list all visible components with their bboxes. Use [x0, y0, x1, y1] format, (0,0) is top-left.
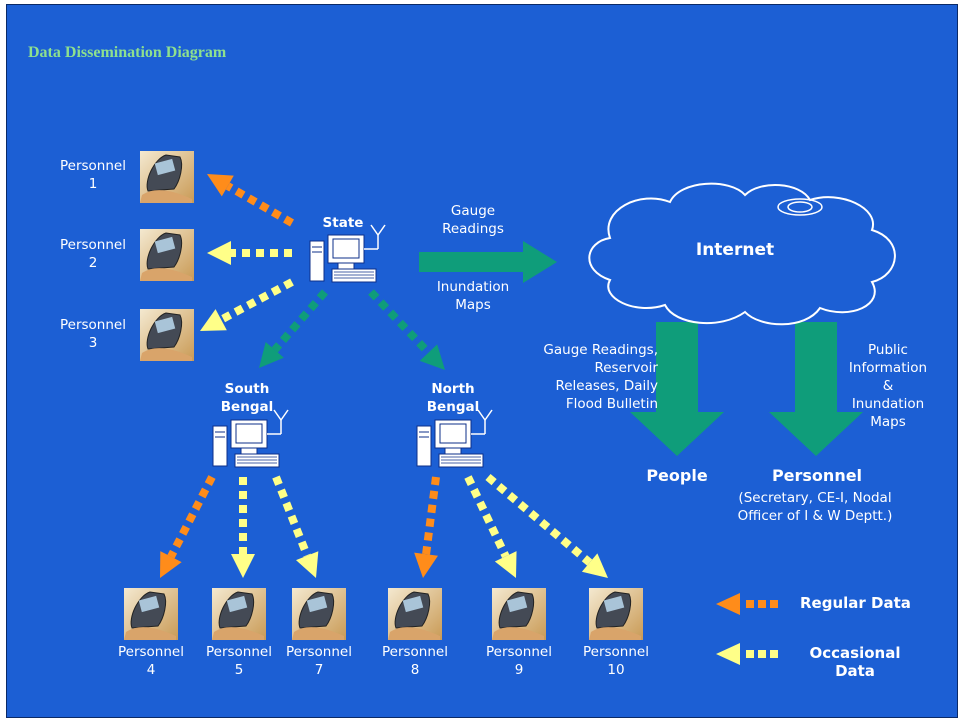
legend-occasional-arrowhead [716, 643, 740, 665]
arrow-state-to-personnel-3 [200, 278, 294, 331]
internet-cloud [588, 182, 896, 326]
personnel-target-label: Personnel [771, 466, 863, 485]
arrow-south-to-personnel-7 [272, 475, 319, 578]
phone-icon [139, 150, 195, 204]
diagram-title: Data Dissemination Diagram [28, 44, 227, 61]
state-computer-icon [309, 224, 386, 283]
legend-regular-label: Regular Data [800, 594, 911, 612]
state-label: State [322, 215, 364, 231]
people-label: People [646, 466, 708, 485]
arrow-state-to-personnel-1 [207, 174, 294, 227]
arrow-south-to-personnel-5 [231, 477, 255, 578]
arrow-state-to-personnel-2 [207, 241, 292, 265]
legend-regular-arrowhead [716, 593, 740, 615]
phone-icon [139, 308, 195, 362]
phone-icon [139, 228, 195, 282]
arrow-state-to-south-bengal [259, 289, 329, 368]
phone-icon [291, 587, 347, 641]
phone-icon [387, 587, 443, 641]
arrow-state-to-north-bengal [368, 289, 445, 370]
north-bengal-computer-icon [416, 409, 493, 468]
arrow-north-to-personnel-10 [485, 473, 608, 578]
internet-label: Internet [695, 240, 775, 260]
arrow-internet-to-people [630, 322, 724, 456]
arrow-north-to-personnel-9 [464, 475, 517, 578]
arrow-south-to-personnel-4 [160, 475, 216, 578]
flow-to-people-label: Gauge Readings,Reservoir Releases, Daily… [543, 342, 658, 412]
phone-icon [588, 587, 644, 641]
arrow-state-to-internet [419, 241, 557, 283]
phone-icon [491, 587, 547, 641]
south-bengal-computer-icon [212, 409, 289, 468]
phone-icon [211, 587, 267, 641]
arrow-north-to-personnel-8 [414, 476, 440, 578]
phone-icon [123, 587, 179, 641]
arrow-internet-to-personnel [769, 322, 863, 456]
